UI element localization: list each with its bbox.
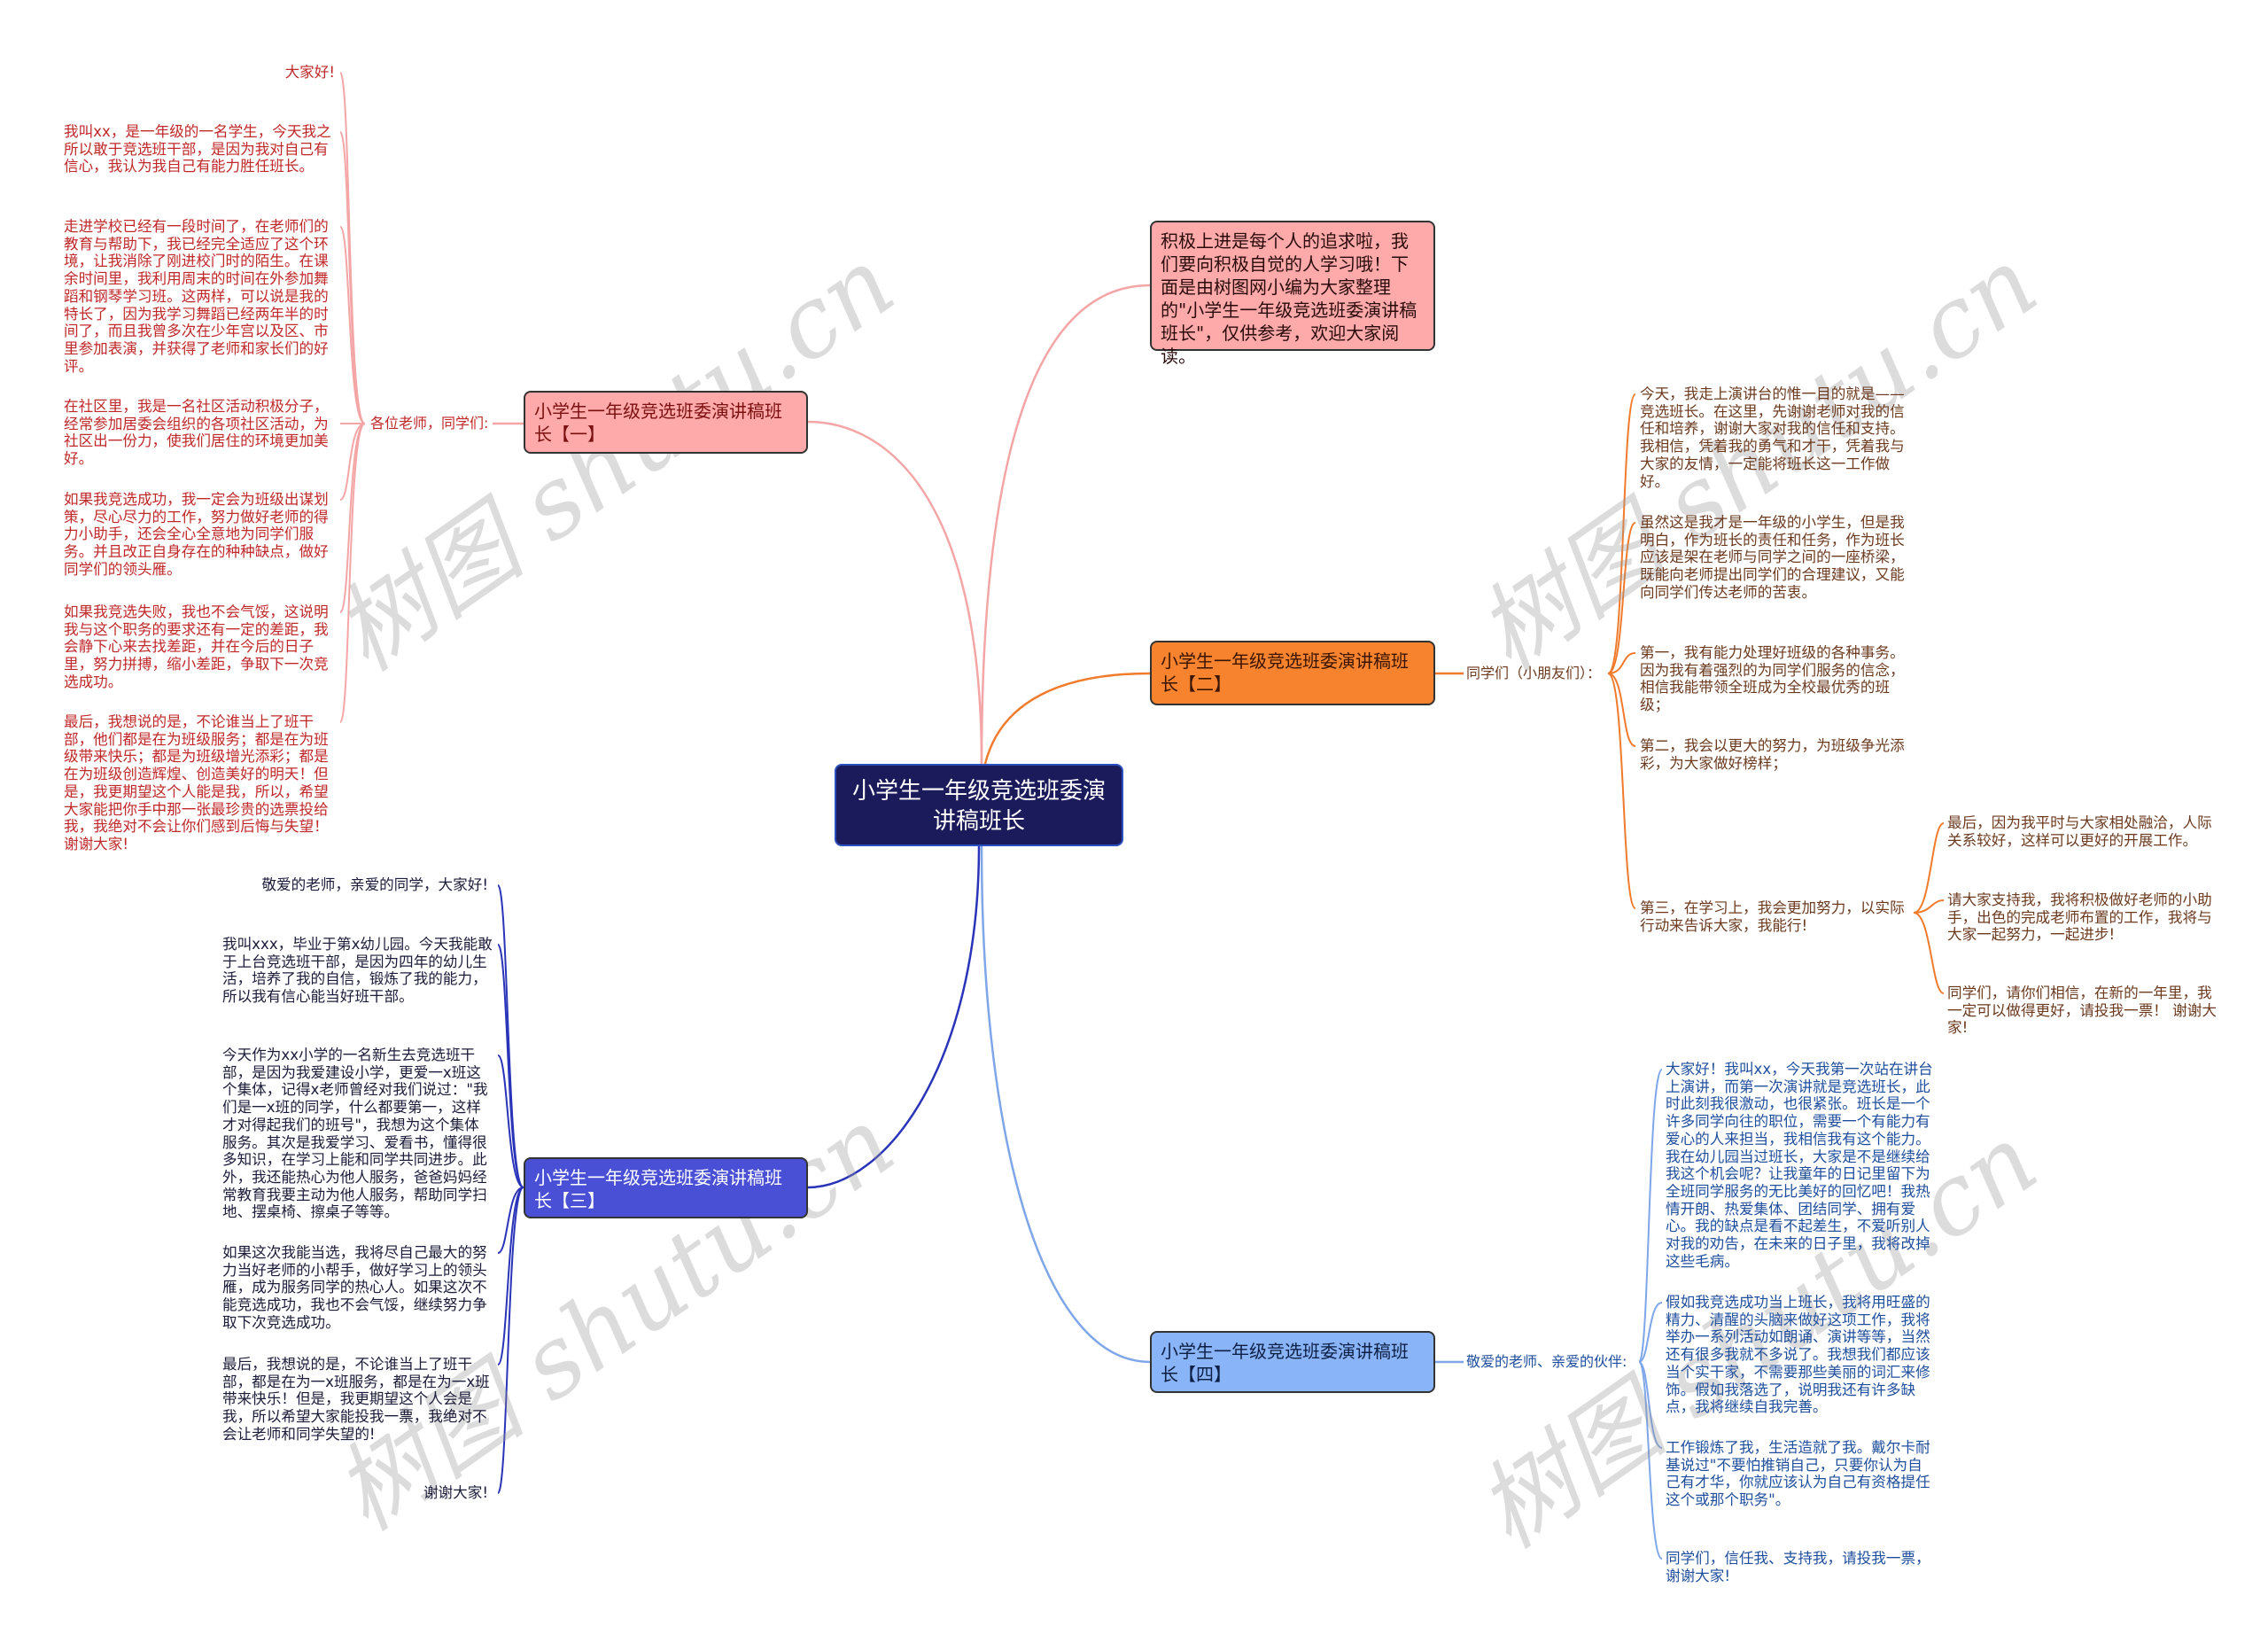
branch2-node[interactable]: 小学生一年级竞选班委演讲稿班长【二】	[1150, 641, 1435, 705]
branch2-subitem[interactable]: 最后，因为我平时与大家相处融洽，人际关系较好，这样可以更好的开展工作。	[1947, 814, 2212, 849]
link-b2-item	[1607, 393, 1636, 674]
link-b3-item	[497, 944, 524, 1188]
branch1-item[interactable]: 我叫xx，是一年级的一名学生，今天我之所以敢于竞选班干部，是因为我对自己有信心，…	[64, 123, 331, 175]
intro-node[interactable]: 积极上进是每个人的追求啦，我们要向积极自觉的人学习哦！下面是由树图网小编为大家整…	[1150, 221, 1435, 367]
branch2-item[interactable]: 虽然这是我才是一年级的小学生，但是我明白，作为班长的责任和任务，作为班长应该是架…	[1640, 514, 1905, 601]
branch4-item[interactable]: 同学们，信任我、支持我，请投我一票，谢谢大家!	[1666, 1550, 1930, 1584]
link-b2-sub	[1913, 822, 1945, 914]
branch4-item[interactable]: 工作锻炼了我，生活造就了我。戴尔卡耐基说过"不要怕推销自己，只要你认为自己有才华…	[1666, 1439, 1930, 1509]
central-topic[interactable]: 小学生一年级竞选班委演讲稿班长	[835, 764, 1123, 846]
branch3-item[interactable]: 敬爱的老师，亲爱的同学，大家好!	[261, 876, 488, 893]
branch2-label[interactable]: 同学们（小朋友们）：	[1466, 665, 1602, 681]
branch2-subitem[interactable]: 同学们，请你们相信，在新的一年里，我一定可以做得更好，请投我一票！ 谢谢大家!	[1947, 984, 2217, 1037]
branch1-item[interactable]: 如果我竞选成功，我一定会为班级出谋划策，尽心尽力的工作，努力做好老师的得力小助手…	[64, 491, 329, 578]
link-b2-item	[1607, 673, 1636, 747]
branch3-item[interactable]: 最后，我想说的是，不论谁当上了班干部，都是在为一x班服务，都是在为一x班带来快乐…	[222, 1356, 490, 1443]
link-center-branch1	[807, 420, 983, 765]
link-b1-item	[339, 423, 366, 613]
branch2-item[interactable]: 今天，我走上演讲台的惟一目的就是——竞选班长。在这里，先谢谢老师对我的信任和培养…	[1640, 385, 1905, 490]
branch3-node[interactable]: 小学生一年级竞选班委演讲稿班长【三】	[524, 1157, 808, 1218]
link-b4-item	[1638, 1361, 1663, 1449]
branch1-item[interactable]: 在社区里，我是一名社区活动积极分子，经常参加居委会组织的各项社区活动，为社区出一…	[64, 398, 329, 468]
link-b2-item	[1607, 652, 1636, 674]
branch1-item[interactable]: 大家好!	[284, 64, 335, 81]
link-center-branch3	[807, 845, 981, 1189]
branch1-item[interactable]: 走进学校已经有一段时间了，在老师们的教育与帮助下，我已经完全适应了这个环境，让我…	[64, 218, 329, 375]
link-b4-item	[1638, 1361, 1663, 1560]
link-b1-item	[339, 226, 366, 424]
branch4-label[interactable]: 敬爱的老师、亲爱的伙伴:	[1466, 1353, 1627, 1370]
link-b1-item	[339, 131, 366, 424]
branch3-item[interactable]: 我叫xxx，毕业于第x幼儿园。今天我能敢于上台竞选班干部，是因为四年的幼儿生活，…	[222, 936, 493, 1006]
branch3-item[interactable]: 如果这次我能当选，我将尽自己最大的努力当好老师的小帮手，做好学习上的领头雁，成为…	[222, 1244, 487, 1331]
link-center-branch2	[983, 672, 1151, 765]
link-center-branch4	[980, 845, 1151, 1364]
branch1-item[interactable]: 最后，我想说的是，不论谁当上了班干部，他们都是在为班级服务；都是在为班级带来快乐…	[64, 713, 329, 852]
branch4-node[interactable]: 小学生一年级竞选班委演讲稿班长【四】	[1150, 1331, 1435, 1393]
branch4-item[interactable]: 大家好！我叫xx，今天我第一次站在讲台上演讲，而第一次演讲就是竞选班长，此时此刻…	[1666, 1061, 1933, 1270]
link-b3-item	[497, 1054, 524, 1188]
branch2-item[interactable]: 第二，我会以更大的努力，为班级争光添彩，为大家做好榜样；	[1640, 737, 1905, 772]
link-center-intro	[980, 284, 1151, 765]
branch2-item[interactable]: 第三，在学习上，我会更加努力，以实际行动来告诉大家，我能行!	[1640, 899, 1905, 934]
link-b4-item	[1638, 1069, 1663, 1363]
link-b2-item	[1607, 522, 1636, 674]
link-b3-item	[497, 1187, 524, 1366]
branch3-item[interactable]: 谢谢大家!	[423, 1484, 488, 1501]
link-b2-item	[1607, 673, 1636, 909]
link-b4-item	[1638, 1302, 1663, 1363]
branch1-item[interactable]: 如果我竞选失败，我也不会气馁，这说明我与这个职务的要求还有一定的差距，我会静下心…	[64, 603, 329, 690]
link-b1-item	[339, 423, 366, 723]
branch3-item[interactable]: 今天作为xx小学的一名新生去竞选班干部，是因为我爱建设小学，更爱一x班这个集体，…	[222, 1047, 488, 1221]
branch2-item[interactable]: 第一，我有能力处理好班级的各种事务。因为我有着强烈的为同学们服务的信念，相信我能…	[1640, 644, 1905, 714]
link-b3-item	[497, 1187, 524, 1494]
branch1-node[interactable]: 小学生一年级竞选班委演讲稿班长【一】	[524, 391, 808, 454]
branch1-label[interactable]: 各位老师，同学们:	[370, 415, 489, 432]
link-b3-item	[497, 1187, 524, 1254]
link-b1-item	[339, 423, 366, 501]
branch4-item[interactable]: 假如我竞选成功当上班长，我将用旺盛的精力、清醒的头脑来做好这项工作，我将举办一系…	[1666, 1294, 1930, 1416]
link-b2-sub	[1913, 899, 1945, 914]
link-b2-sub	[1913, 912, 1945, 994]
branch2-subitem[interactable]: 请大家支持我，我将积极做好老师的小助手，出色的完成老师布置的工作，我将与大家一起…	[1947, 891, 2212, 944]
